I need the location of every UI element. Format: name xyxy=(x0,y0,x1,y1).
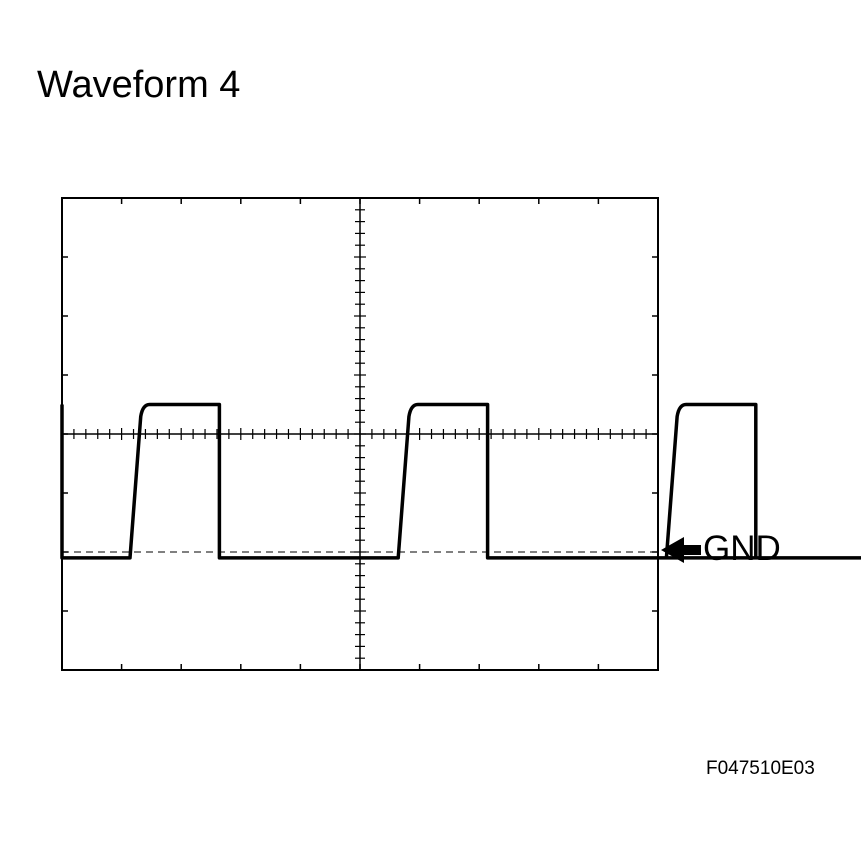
left-arrow-icon xyxy=(661,537,701,563)
waveform-trace xyxy=(60,402,861,560)
figure-code: F047510E03 xyxy=(706,758,815,779)
waveform-title: Waveform 4 xyxy=(37,64,241,106)
graticule xyxy=(61,197,659,671)
gnd-label: GND xyxy=(703,529,781,568)
